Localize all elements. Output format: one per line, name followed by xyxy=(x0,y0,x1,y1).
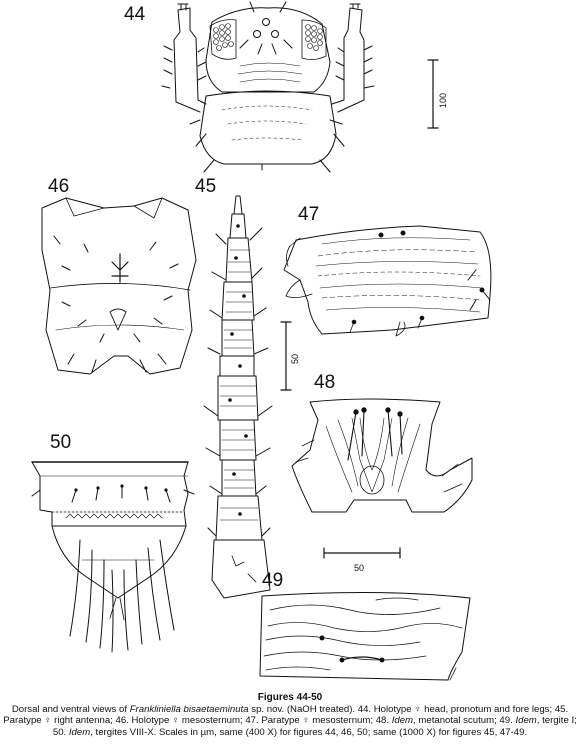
drawing-50-tergites xyxy=(31,461,195,653)
figure-number-44: 44 xyxy=(124,4,146,25)
scale-bar-50-horizontal xyxy=(323,547,401,559)
figure-number-49: 49 xyxy=(262,570,283,591)
caption-part4: , tergite I; 50. xyxy=(52,715,577,738)
figure-number-45: 45 xyxy=(195,176,216,197)
scale-label-100: 100 xyxy=(438,93,448,108)
figure-number-48: 48 xyxy=(314,372,335,393)
drawing-49-tergite xyxy=(259,591,471,681)
drawing-46-mesosternum xyxy=(41,197,197,375)
caption-part2: sp. nov. (NaOH treated). 44. Holotype ♀ … xyxy=(3,703,569,727)
scale-label-50-vertical: 50 xyxy=(290,354,300,364)
scale-bar-50-vertical xyxy=(280,321,292,391)
figure-number-50: 50 xyxy=(50,432,71,453)
figure-caption: Figures 44-50 Dorsal and ventral views o… xyxy=(0,692,580,738)
figure-plate: 44 100 46 xyxy=(31,1,492,681)
caption-idem-2: Idem xyxy=(515,715,537,727)
caption-part5: , tergites VIII-X. Scales in µm, same (4… xyxy=(90,726,528,738)
caption-part1: Dorsal and ventral views of xyxy=(11,703,130,715)
caption-species: Frankliniella bisaetaeminuta xyxy=(129,703,249,715)
figure-number-47: 47 xyxy=(298,204,319,225)
scale-bar-100 xyxy=(427,59,439,129)
caption-idem-3: Idem xyxy=(68,726,91,738)
drawing-47-mesosternum xyxy=(283,225,492,337)
drawing-44-head-pronotum xyxy=(161,1,375,173)
caption-title: Figures 44-50 xyxy=(257,692,323,703)
figure-number-46: 46 xyxy=(48,176,69,197)
caption-part3: , metanotal scutum; 49. xyxy=(413,715,516,727)
drawing-48-metanotal-scutum xyxy=(291,398,473,513)
caption-text: Dorsal and ventral views of Frankliniell… xyxy=(0,704,580,739)
caption-idem-1: Idem xyxy=(391,715,414,727)
scale-label-50-horizontal: 50 xyxy=(354,563,364,573)
drawing-45-antenna xyxy=(203,195,273,599)
